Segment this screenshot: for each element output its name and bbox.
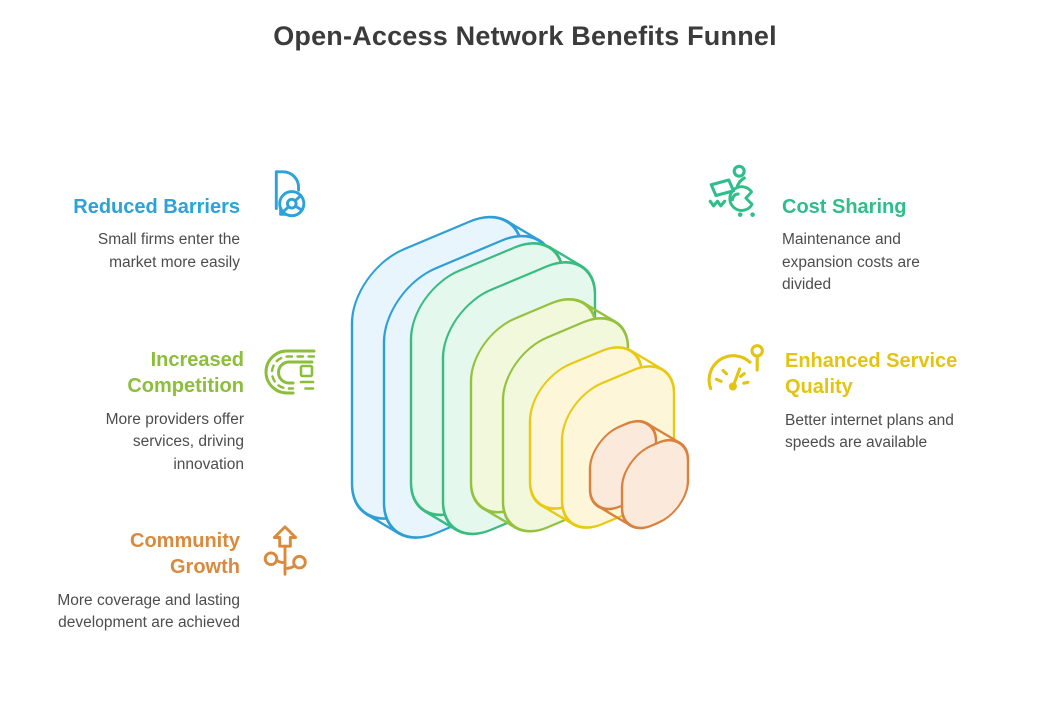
funnel-level-5 xyxy=(588,420,690,530)
benefit-heading: Community Growth xyxy=(130,530,240,579)
benefit-description: More coverage and lasting development ar… xyxy=(57,591,240,632)
speedometer-pin-icon xyxy=(705,340,765,402)
benefit-community-growth: Community Growth More coverage and lasti… xyxy=(22,520,316,635)
benefit-description: More providers offer services, driving i… xyxy=(105,410,244,473)
benefit-description: Small firms enter the market more easily xyxy=(97,231,240,271)
benefit-cost-sharing: Cost Sharing Maintenance and expansion c… xyxy=(702,163,974,297)
benefit-enhanced-service-quality: Enhanced Service Quality Better internet… xyxy=(705,340,1007,455)
benefit-reduced-barriers: Reduced Barriers Small firms enter the m… xyxy=(22,163,316,274)
page-title: Open-Access Network Benefits Funnel xyxy=(273,21,777,51)
benefit-heading: Increased Competition xyxy=(127,349,244,398)
person-laptop-stroller-icon xyxy=(702,163,762,225)
benefit-heading: Enhanced Service Quality xyxy=(785,350,958,399)
benefit-description: Maintenance and expansion costs are divi… xyxy=(782,231,920,294)
benefit-heading: Reduced Barriers xyxy=(73,196,240,218)
benefit-description: Better internet plans and speeds are ava… xyxy=(785,411,954,452)
growth-plant-icon xyxy=(256,520,316,584)
benefit-increased-competition: Increased Competition More providers off… xyxy=(18,341,320,476)
race-track-icon xyxy=(260,341,320,403)
open-door-wheel-icon xyxy=(256,163,316,225)
benefit-heading: Cost Sharing xyxy=(782,196,907,218)
